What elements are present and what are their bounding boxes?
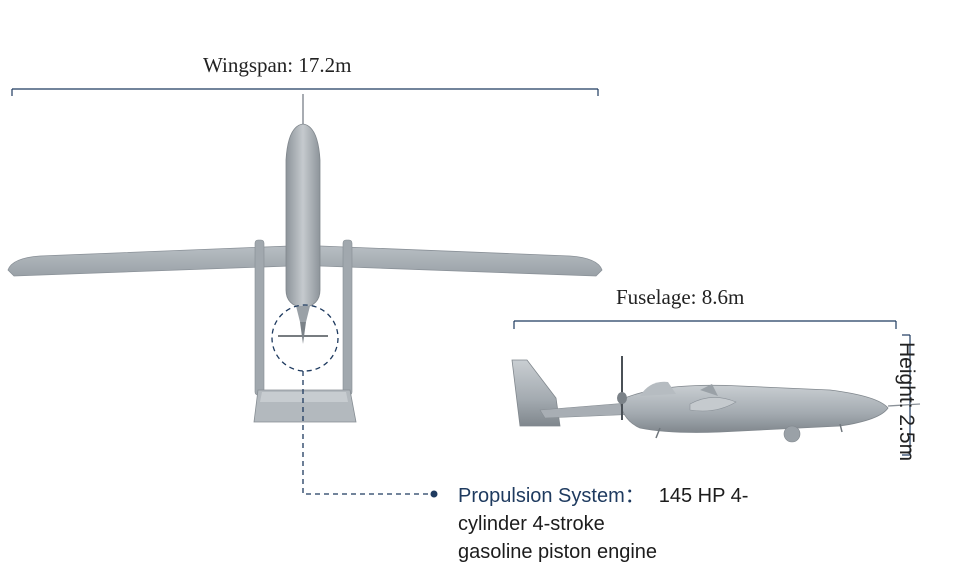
- propulsion-label: Propulsion System：: [458, 485, 645, 507]
- fuselage-label: Fuselage: 8.6m: [616, 285, 745, 309]
- propulsion-leader-line: [302, 371, 438, 498]
- propulsion-value-line3: gasoline piston engine: [458, 541, 658, 563]
- drone-top-view: [7, 94, 603, 423]
- wingspan-dimension-line: [11, 88, 599, 96]
- height-dimension-line: [902, 334, 911, 456]
- propulsion-value-line1: 145 HP 4-: [658, 485, 749, 507]
- propulsion-callout: Propulsion System： 145 HP 4- cylinder 4-s…: [458, 482, 748, 566]
- wingspan-label: Wingspan: 17.2m: [203, 53, 352, 77]
- fuselage-dimension-line: [513, 320, 897, 329]
- propulsion-value-line2: cylinder 4-stroke: [458, 513, 605, 535]
- drone-side-view: [511, 356, 921, 443]
- height-label: Height: 2.5m: [895, 342, 918, 462]
